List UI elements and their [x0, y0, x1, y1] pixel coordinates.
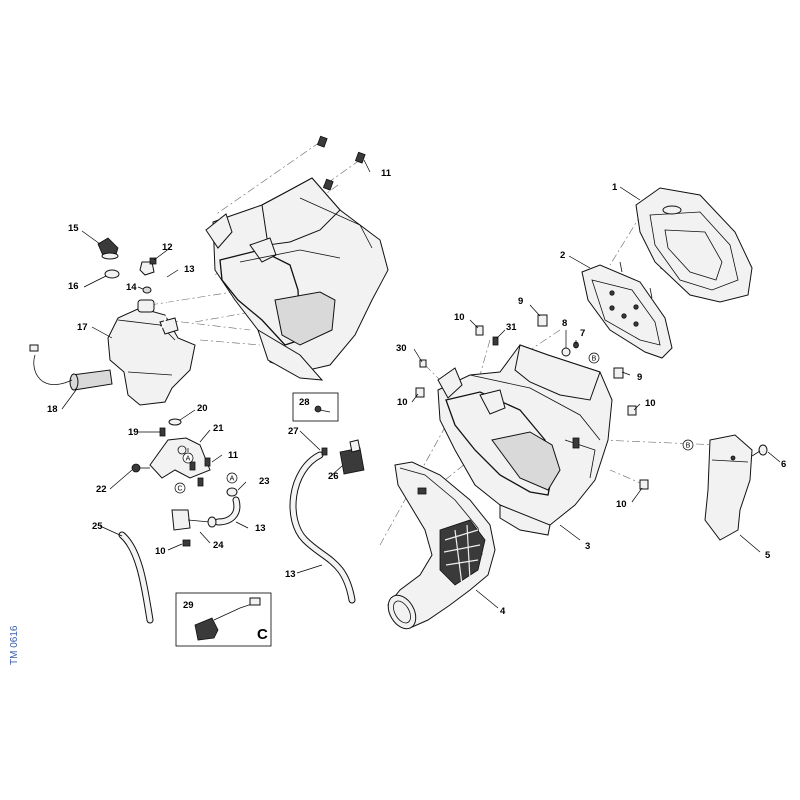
callout-23: 23	[259, 476, 270, 487]
level-sensor	[29, 344, 113, 391]
screw-6	[751, 444, 768, 457]
callout-3: 3	[585, 541, 590, 552]
mud-flap	[704, 434, 753, 541]
hose-25	[118, 531, 154, 624]
intake-duct	[387, 461, 496, 630]
sensor-24	[171, 509, 217, 531]
clamp-23	[226, 487, 238, 497]
bracket-21	[149, 437, 211, 479]
fitting-26	[339, 439, 365, 475]
ref-marker-a: A	[182, 448, 194, 464]
callout-17: 17	[77, 322, 88, 333]
hardware-right	[415, 314, 649, 490]
callout-5: 5	[765, 550, 771, 561]
filler-cap	[97, 237, 119, 260]
callout-9b: 9	[637, 372, 642, 383]
hose-13-small	[159, 277, 169, 331]
ref-marker-b: B	[588, 352, 600, 364]
svg-text:B: B	[686, 443, 691, 450]
airbox-upper	[205, 177, 389, 381]
callout-13a: 13	[184, 264, 195, 275]
callout-labels: 1 2 3 4 5 6 7 8 9 9 10 10 10 10 10 11 11…	[47, 168, 786, 617]
callout-4: 4	[500, 606, 506, 617]
svg-text:A: A	[230, 476, 235, 483]
duct-grille	[439, 519, 486, 586]
svg-text:A: A	[186, 456, 191, 463]
callout-7: 7	[580, 328, 585, 339]
callout-30: 30	[396, 343, 407, 354]
callout-9a: 9	[518, 296, 523, 307]
oil-reservoir	[107, 299, 196, 406]
o-ring-16	[104, 269, 120, 279]
screw-19	[159, 427, 166, 437]
callout-6: 6	[781, 459, 786, 470]
ref-markers: A A B B C	[174, 352, 694, 494]
callout-21: 21	[213, 423, 224, 434]
fitting-12	[139, 257, 157, 276]
callout-11b: 11	[228, 450, 239, 461]
callout-22: 22	[96, 484, 107, 495]
callout-26: 26	[328, 471, 339, 482]
callout-10b: 10	[397, 397, 408, 408]
svg-text:C: C	[177, 486, 182, 493]
callout-1: 1	[612, 182, 618, 193]
callout-16: 16	[68, 281, 79, 292]
callout-2: 2	[560, 250, 565, 261]
screw-28	[314, 405, 331, 413]
callout-8: 8	[562, 318, 567, 329]
callout-11a: 11	[381, 168, 392, 179]
washer-14	[142, 286, 152, 294]
filter-cover	[635, 187, 753, 303]
callout-28: 28	[299, 397, 310, 408]
detail-letter: C	[257, 626, 268, 643]
nut-10-small	[182, 539, 191, 547]
bolt-22	[131, 463, 150, 473]
callout-29: 29	[183, 600, 194, 611]
callout-19: 19	[128, 427, 139, 438]
callout-27: 27	[288, 426, 299, 437]
hose-13-long	[289, 451, 356, 604]
screws-11-small	[189, 457, 211, 487]
callout-14: 14	[126, 282, 137, 293]
callout-10c: 10	[645, 398, 656, 409]
sensor-29	[194, 597, 261, 641]
callout-18: 18	[47, 404, 58, 415]
airbox-main	[437, 344, 613, 536]
callout-13b: 13	[255, 523, 266, 534]
callout-31: 31	[506, 322, 517, 333]
callout-10d: 10	[616, 499, 627, 510]
hose-13-bend	[214, 496, 241, 526]
screws-11-top	[316, 135, 366, 191]
callout-10a: 10	[454, 312, 465, 323]
callout-15: 15	[68, 223, 79, 234]
callout-20: 20	[197, 403, 208, 414]
svg-text:B: B	[592, 356, 597, 363]
screw-27	[321, 447, 328, 456]
callout-24: 24	[213, 540, 224, 551]
ref-marker-a2: A	[226, 472, 238, 484]
callout-12: 12	[162, 242, 173, 253]
leader-lines	[61, 159, 781, 609]
ref-marker-c: C	[174, 482, 186, 494]
air-filter	[581, 261, 673, 359]
diagram-id: TM 0616	[9, 625, 20, 665]
ref-marker-b2: B	[682, 439, 694, 451]
callout-10e: 10	[155, 546, 166, 557]
callout-13c: 13	[285, 569, 296, 580]
seal-20	[168, 418, 182, 426]
callout-25: 25	[92, 521, 103, 532]
